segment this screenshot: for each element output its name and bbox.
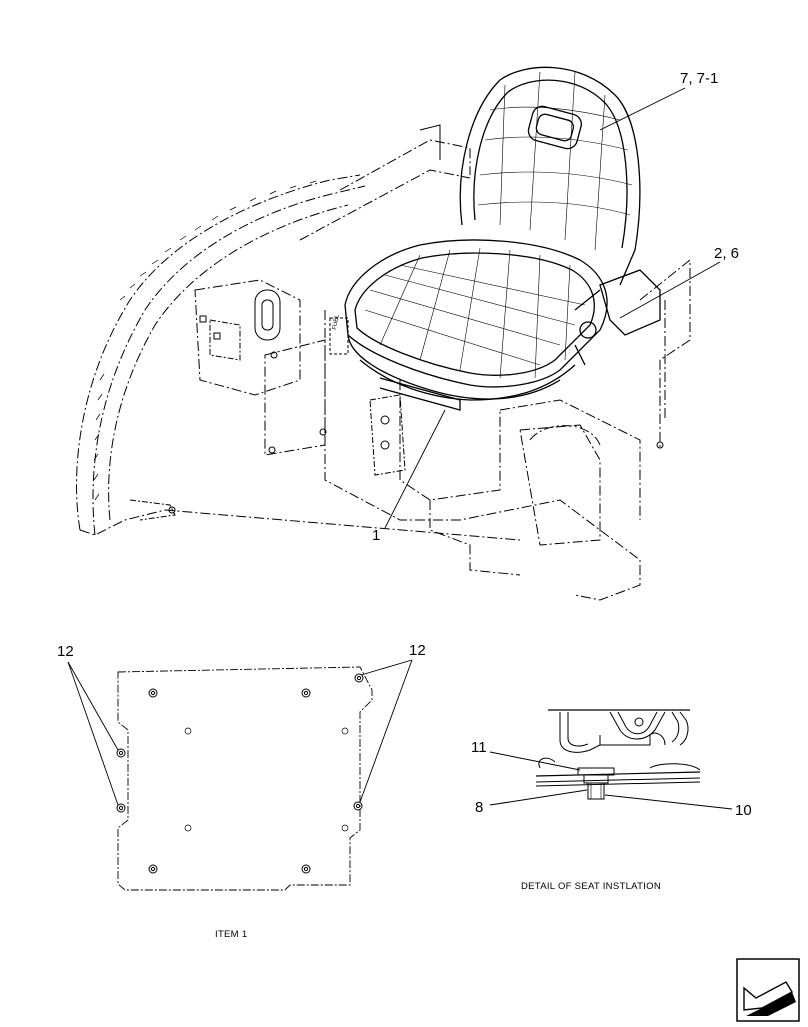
- parts-diagram: FUEL: [67, 66, 733, 891]
- caption-detail: DETAIL OF SEAT INSTLATION: [521, 881, 661, 892]
- leader-lines-main: [384, 87, 721, 529]
- caption-item-1: ITEM 1: [215, 929, 248, 940]
- callout-plate-item: 1: [372, 527, 381, 544]
- callout-washer: 11: [471, 739, 487, 756]
- callout-bolts-left: 12: [57, 643, 74, 660]
- callout-seat-switch: 2, 6: [714, 245, 740, 262]
- fuel-decal-text: FUEL: [332, 314, 341, 331]
- callout-bolt: 8: [475, 799, 484, 816]
- callout-nut: 10: [735, 802, 752, 819]
- item-1-plate: [67, 659, 413, 891]
- seat-installation-detail: [489, 709, 733, 810]
- next-page-button[interactable]: [736, 958, 800, 1022]
- callout-seat-assembly: 7, 7-1: [680, 70, 719, 87]
- next-page-arrow-icon: [736, 958, 800, 1022]
- operator-seat: [344, 66, 661, 411]
- frame-assembly: [76, 124, 691, 601]
- callout-bolts-right: 12: [409, 642, 426, 659]
